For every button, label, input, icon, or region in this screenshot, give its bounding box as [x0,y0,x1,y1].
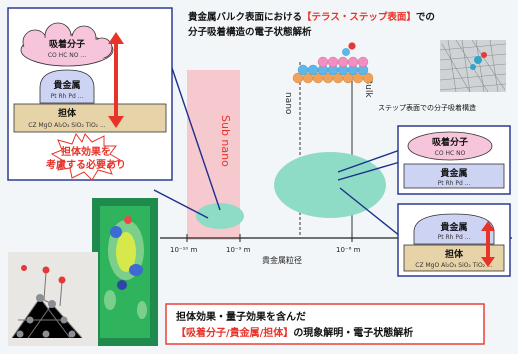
right-bottom-support-title: 担体 [445,248,464,260]
right-bottom-support-examples: CZ MgO Al₂O₃ SiO₂ TiO₂ ... [415,262,493,269]
tick-label-2: 10⁻⁹ m [226,246,251,254]
region-sub-nano: Sub nano [219,115,232,167]
right-top-metal-title: 貴金属 [440,167,467,179]
step-surface-simulation-image [439,39,507,93]
nano-ellipse [274,152,386,218]
molecule-atom-o [342,48,350,56]
tick-label-1: 10⁻¹⁰ m [170,246,197,254]
support-effect-line2: 考慮する必要あり [46,158,126,171]
molecule-atom-c [348,42,356,50]
header-line1-suffix: での [416,12,435,23]
left-support-block [13,103,167,133]
connector-left-top [171,67,221,211]
connector-left-bottom [153,189,209,219]
sub-nano-ellipse [196,203,244,229]
region-bulk: Bulk [363,78,373,98]
terrace-ball-model [292,42,374,84]
right-interaction-arrow [481,221,495,267]
support-effect-starburst [50,132,122,181]
step-caption: ステップ表面での分子吸着構造 [378,103,476,112]
footer-line2-suffix: の現象解明・電子状態解析 [293,326,413,339]
header-line1: 貴金属バルク表面における【テラス・ステップ表面】での [188,11,435,23]
connector-right-3 [339,187,401,237]
region-nano: nano [283,92,293,115]
right-top-adsorbate-ellipse [407,131,493,161]
right-bottom-metal-examples: Pt Rh Pd ... [438,234,471,241]
support-effect-line1: 担体効果を [61,145,111,158]
density-map-image [92,198,158,346]
axis-label: 貴金属粒径 [262,255,302,265]
right-bottom-metal-title: 貴金属 [440,221,467,233]
left-support-title: 担体 [58,107,77,119]
left-metal-title: 貴金属 [53,79,80,91]
right-top-adsorbate-title: 吸着分子 [432,136,468,148]
header-line1-prefix: 貴金属バルク表面における [188,11,302,23]
connector-right-2 [337,161,401,181]
footer-line1: 担体効果・量子効果を含んだ [176,310,306,323]
header-line2: 分子吸着構造の電子状態解析 [188,26,312,38]
left-support-examples: CZ MgO Al₂O₃ SiO₂ TiO₂ ... [28,122,106,129]
surface-cluster-image [8,252,98,346]
left-metal-dome [39,69,95,104]
left-metal-examples: Pt Rh Pd ... [51,93,84,100]
footer-line2: 【吸着分子/貴金属/担体】の現象解明・電子状態解析 [176,326,413,339]
adsorbate-cloud [20,22,114,67]
footer-line2-highlight: 【吸着分子/貴金属/担体】 [176,326,293,339]
right-top-metal-examples: Pt Rh Pd ... [438,180,471,187]
left-adsorbate-examples: CO HC NO ... [48,52,86,59]
left-adsorbate-title: 吸着分子 [49,38,85,50]
connector-right-1 [337,149,401,173]
left-interaction-arrow [108,32,124,128]
right-bottom-metal-dome [413,213,495,245]
header-line1-highlight: 【テラス・ステップ表面】 [302,11,416,23]
right-top-adsorbate-examples: CO HC NO [435,150,466,157]
tick-label-3: 10⁻⁶ m [336,246,361,254]
right-top-metal-block [403,163,505,189]
footer-box [165,303,485,345]
